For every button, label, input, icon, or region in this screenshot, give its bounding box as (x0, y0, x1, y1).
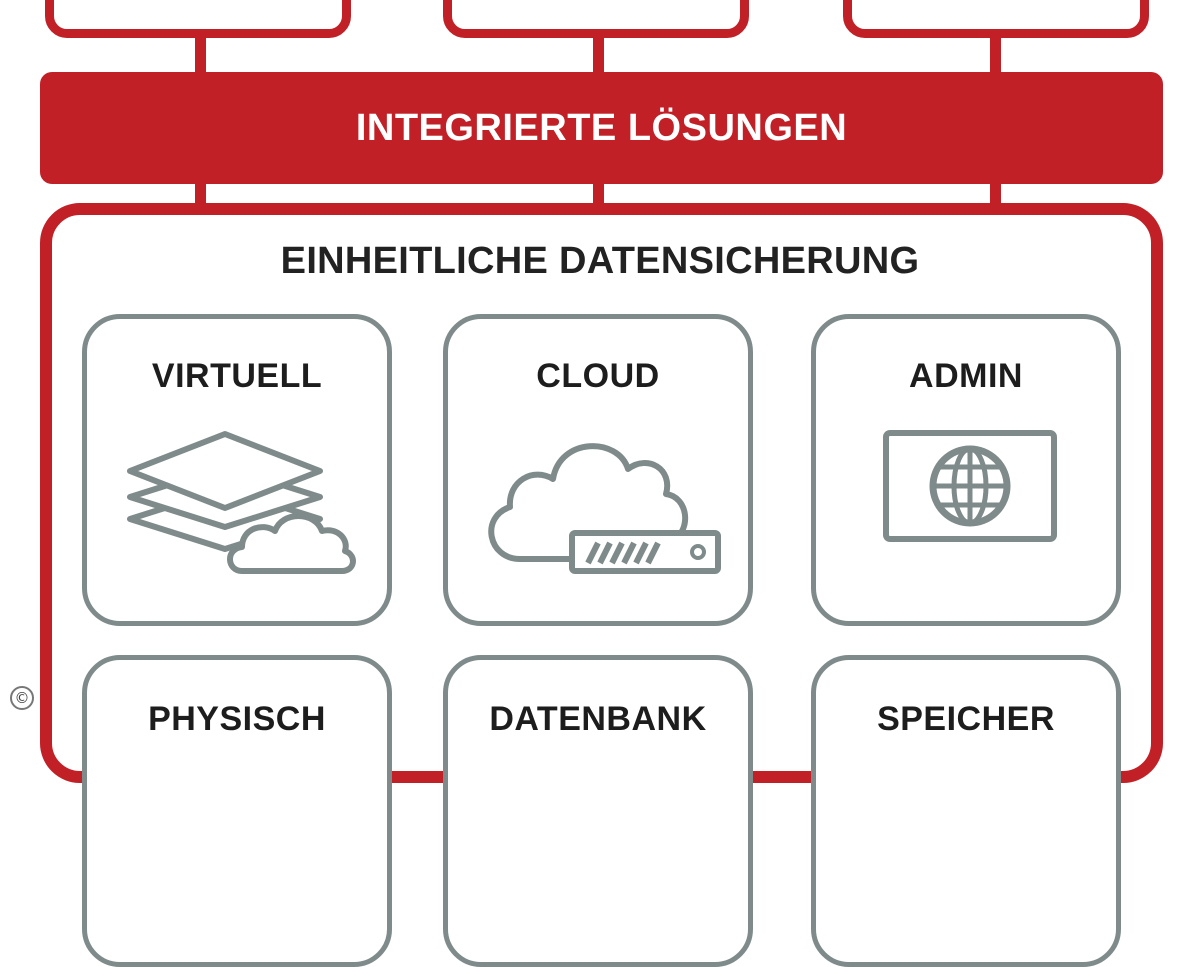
connector-top-left (195, 36, 206, 74)
top-box-center (443, 0, 749, 38)
panel-title: EINHEITLICHE DATENSICHERUNG (280, 240, 920, 282)
tile-label: CLOUD (536, 357, 660, 395)
tile-speicher: SPEICHER (811, 655, 1121, 967)
tile-admin: ADMIN (811, 314, 1121, 626)
top-box-left (45, 0, 351, 38)
connector-bottom-center (593, 182, 604, 206)
banner-title: INTEGRIERTE LÖSUNGEN (355, 106, 848, 149)
tile-label: ADMIN (909, 357, 1023, 395)
connector-top-center (593, 36, 604, 74)
copyright-icon: © (10, 686, 34, 710)
integrated-solutions-banner: INTEGRIERTE LÖSUNGEN (40, 72, 1163, 184)
cloud-server-icon (488, 443, 721, 574)
top-box-right (843, 0, 1149, 38)
connector-bottom-left (195, 182, 206, 206)
connector-bottom-right (990, 182, 1001, 206)
globe-monitor-icon (883, 430, 1057, 542)
layers-cloud-icon (127, 431, 356, 574)
tile-physisch: PHYSISCH (82, 655, 392, 967)
tile-datenbank: DATENBANK (443, 655, 753, 967)
tile-label: VIRTUELL (151, 357, 323, 395)
tile-cloud: CLOUD (443, 314, 753, 626)
tile-virtuell: VIRTUELL (82, 314, 392, 626)
connector-top-right (990, 36, 1001, 74)
